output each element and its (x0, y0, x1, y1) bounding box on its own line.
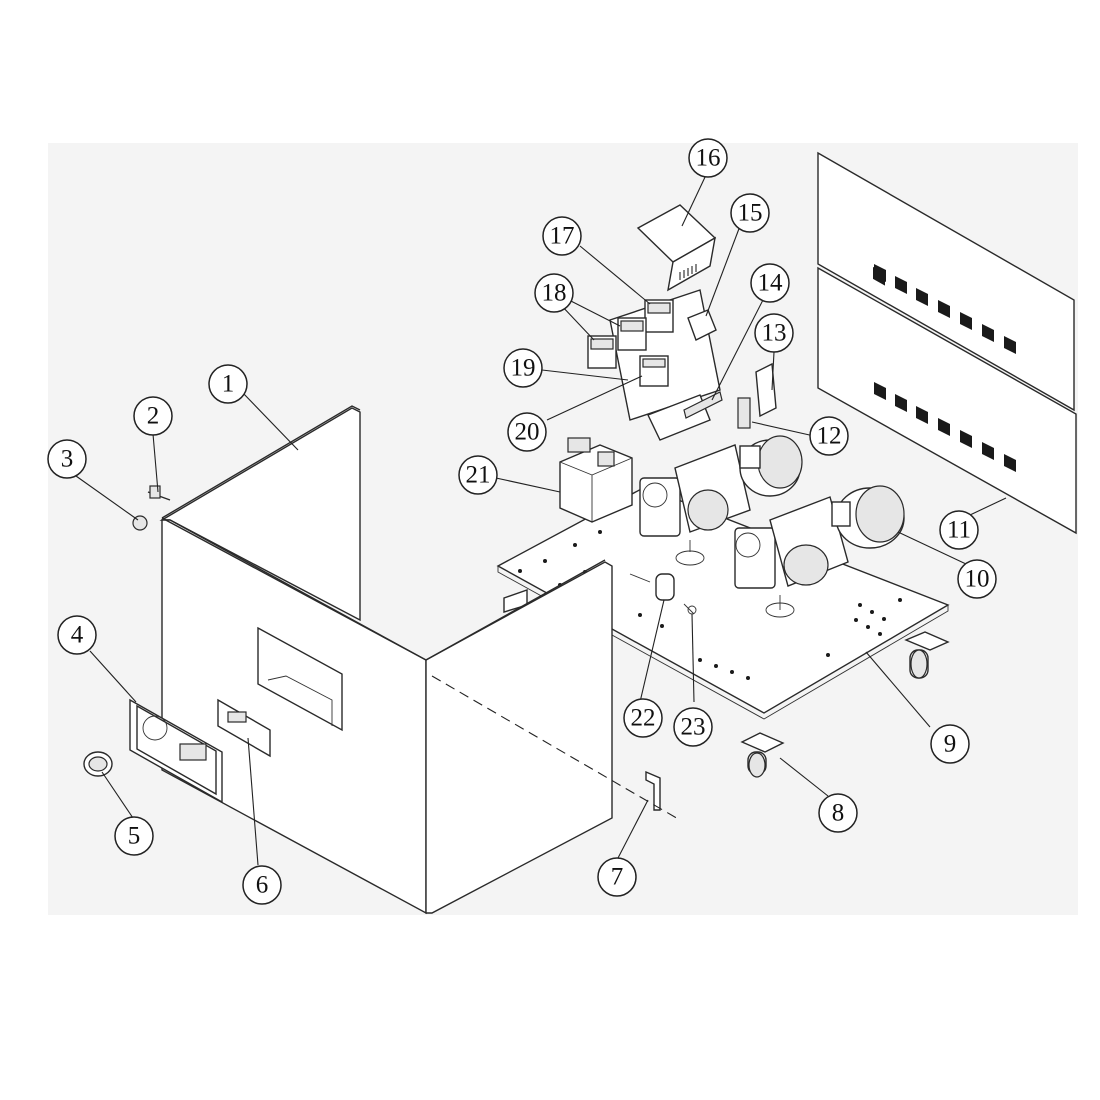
svg-text:10: 10 (965, 566, 990, 593)
callout-6: 6 (242, 865, 282, 905)
small-board (737, 362, 777, 429)
vacuum-pump-front (734, 485, 905, 610)
contactors (587, 299, 674, 387)
callout-11: 11 (939, 510, 979, 550)
callout-10: 10 (957, 559, 997, 599)
callout-8: 8 (818, 793, 858, 833)
panel-vent-slots-upper (874, 264, 1016, 354)
back-panel-assembly (817, 151, 1077, 535)
callout-18: 18 (534, 273, 574, 313)
bracket (431, 675, 681, 821)
svg-text:20: 20 (515, 419, 540, 446)
svg-text:2: 2 (147, 403, 160, 430)
svg-text:3: 3 (61, 446, 74, 473)
svg-text:16: 16 (696, 145, 721, 172)
callout-2: 2 (133, 396, 173, 436)
knob (83, 751, 113, 777)
svg-text:13: 13 (762, 320, 787, 347)
bolt (147, 485, 171, 501)
svg-text:1: 1 (222, 371, 235, 398)
svg-text:12: 12 (817, 423, 842, 450)
vacuum-pump-rear (639, 435, 803, 552)
relay-module (687, 309, 717, 341)
callout-23: 23 (673, 707, 713, 747)
callout-1: 1 (208, 364, 248, 404)
svg-text:15: 15 (738, 200, 763, 227)
svg-text:19: 19 (511, 355, 536, 382)
svg-text:4: 4 (71, 622, 84, 649)
leader-lines (75, 174, 1007, 866)
svg-text:23: 23 (681, 714, 706, 741)
callout-16: 16 (688, 138, 728, 178)
callout-20: 20 (507, 412, 547, 452)
svg-text:9: 9 (944, 731, 957, 758)
svg-text:11: 11 (947, 517, 971, 544)
filter-fitting (629, 573, 675, 601)
callout-22: 22 (623, 698, 663, 738)
callout-19: 19 (503, 348, 543, 388)
callout-13: 13 (754, 313, 794, 353)
callout-4: 4 (57, 615, 97, 655)
transformer (559, 437, 633, 523)
callout-9: 9 (930, 724, 970, 764)
svg-text:17: 17 (550, 223, 575, 250)
svg-text:5: 5 (128, 823, 141, 850)
callout-15: 15 (730, 193, 770, 233)
control-panel (129, 698, 223, 804)
callout-21: 21 (458, 455, 498, 495)
svg-text:7: 7 (611, 864, 624, 891)
svg-text:21: 21 (466, 462, 491, 489)
svg-text:6: 6 (256, 872, 269, 899)
callout-5: 5 (114, 816, 154, 856)
callouts: 1 2 3 4 5 6 7 8 9 10 11 12 13 14 15 16 1… (47, 138, 997, 905)
panel-vent-slots-lower (874, 382, 1016, 472)
callout-3: 3 (47, 439, 87, 479)
electrical-cover (636, 204, 717, 292)
svg-text:22: 22 (631, 705, 656, 732)
display-module (217, 698, 271, 758)
callout-17: 17 (542, 216, 582, 256)
cabinet-housing (159, 405, 613, 915)
callout-12: 12 (809, 416, 849, 456)
callout-7: 7 (597, 857, 637, 897)
callout-14: 14 (750, 263, 790, 303)
svg-text:14: 14 (758, 270, 784, 297)
svg-text:8: 8 (832, 800, 845, 827)
svg-text:18: 18 (542, 280, 567, 307)
castor-wheels (740, 631, 950, 778)
